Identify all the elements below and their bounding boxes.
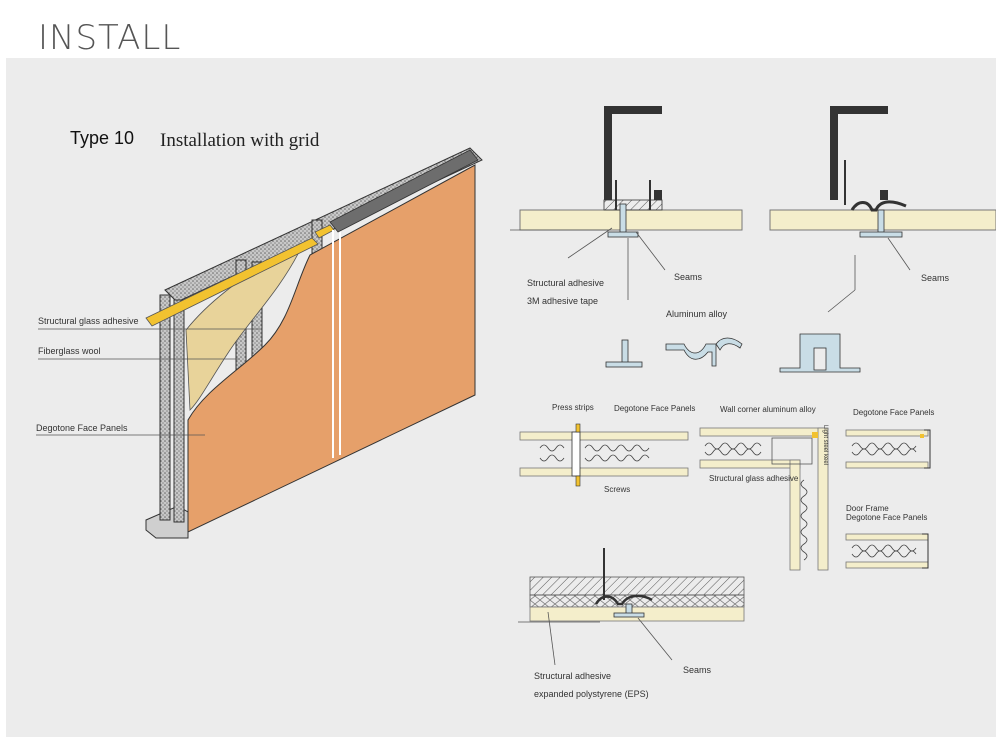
label-bottom-adhesive: Structural adhesive — [534, 671, 612, 681]
detail-press-strips — [519, 423, 689, 487]
type-caption: Installation with grid — [160, 130, 320, 151]
label-wall-corner: Wall corner aluminum alloy — [720, 405, 816, 414]
label-fiberglass-wool: Fiberglass wool — [38, 346, 101, 356]
label-seams-top-left: Seams — [674, 272, 703, 282]
label-light-steel: Light steel keel — [822, 425, 828, 466]
label-aluminum-alloy: Aluminum alloy — [666, 309, 728, 319]
detail-right-panels — [845, 429, 931, 569]
label-corner-adhesive: Structural glass adhesive — [709, 474, 799, 483]
label-face-panels: Degotone Face Panels — [36, 423, 128, 433]
label-screws: Screws — [604, 485, 631, 494]
aluminum-profiles — [605, 333, 861, 373]
label-seams-top-right: Seams — [921, 273, 950, 283]
type-label: Type 10 — [70, 128, 135, 148]
isometric-wall — [145, 147, 483, 539]
page-title: INSTALL — [38, 18, 182, 58]
label-panels-middle-left: Degotone Face Panels — [614, 404, 696, 413]
label-eps: expanded polystyrene (EPS) — [534, 689, 649, 699]
label-press-strips: Press strips — [552, 403, 594, 412]
detail-eps — [518, 548, 745, 666]
detail-top-right — [769, 106, 996, 313]
label-door-frame: Door Frame — [846, 504, 889, 513]
label-door-panels: Degotone Face Panels — [846, 513, 928, 522]
label-seams-bottom: Seams — [683, 665, 712, 675]
label-structural-glass-adhesive: Structural glass adhesive — [38, 316, 139, 326]
label-structural-adhesive: Structural adhesive — [527, 278, 605, 288]
label-3m-tape: 3M adhesive tape — [527, 296, 599, 306]
detail-top-left — [510, 106, 743, 300]
detail-wall-corner — [699, 427, 829, 571]
left-callout-lines — [36, 328, 260, 436]
label-panels-right: Degotone Face Panels — [853, 408, 935, 417]
